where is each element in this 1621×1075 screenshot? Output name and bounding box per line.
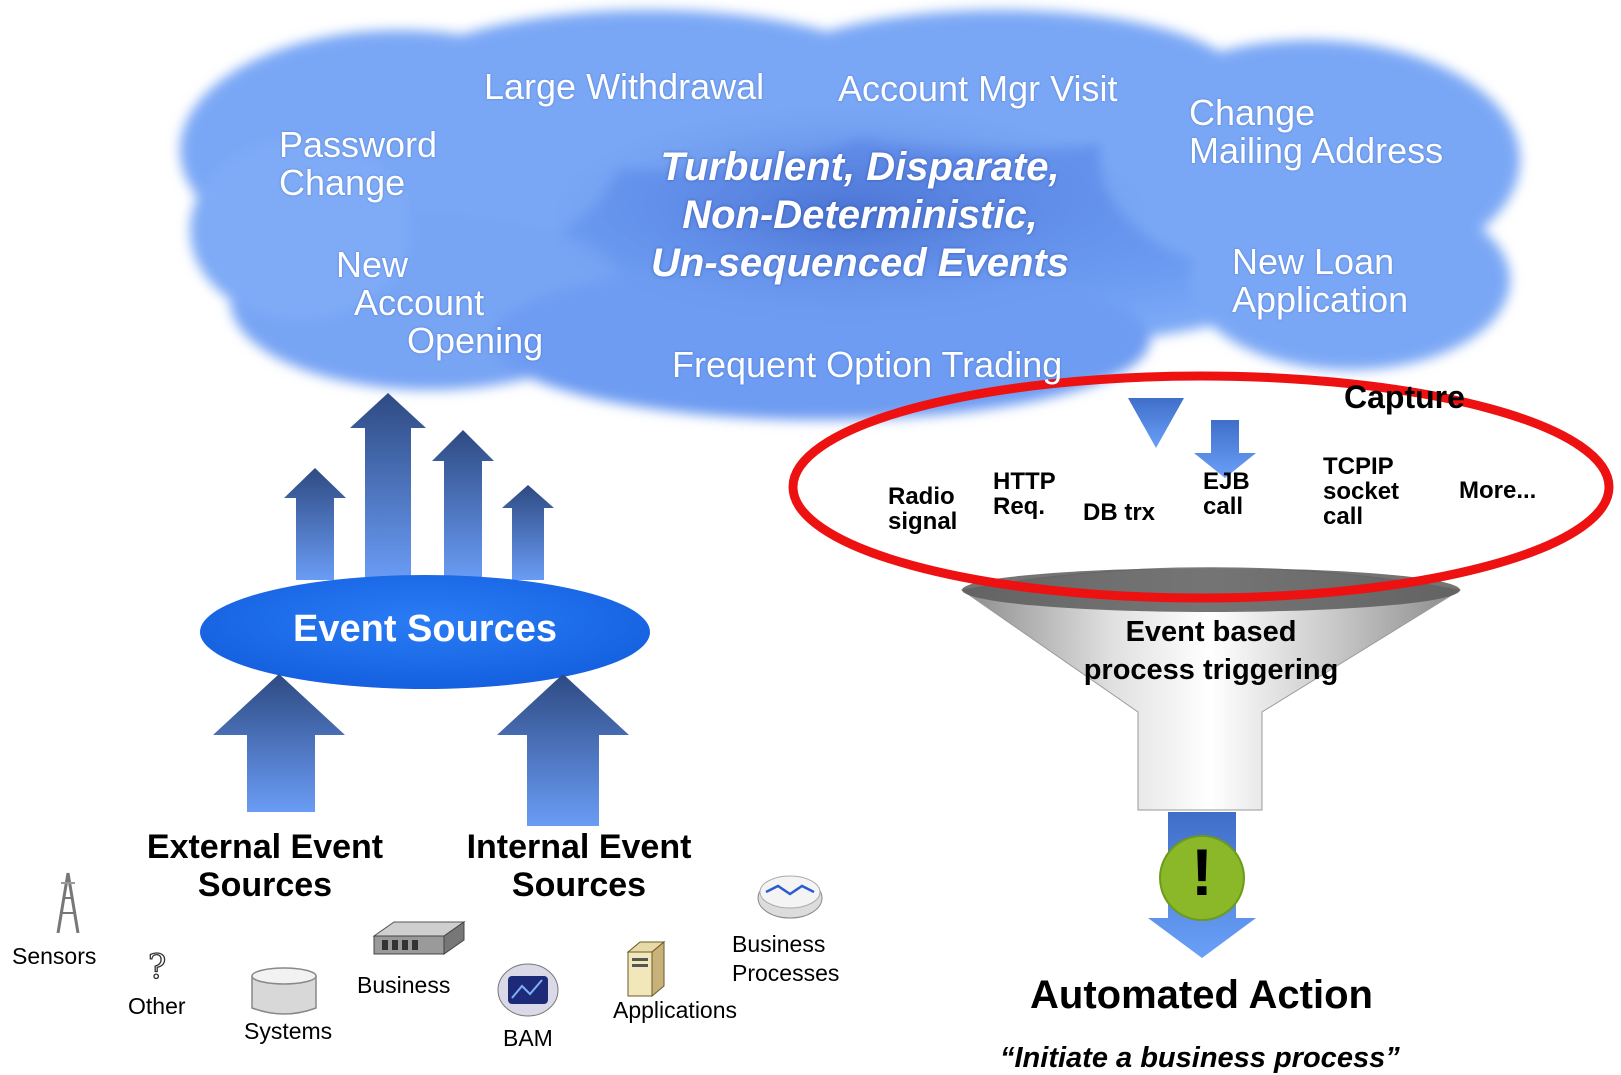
event-password-change: Password Change bbox=[279, 126, 437, 202]
event-change-mailing-address: Change Mailing Address bbox=[1189, 94, 1443, 170]
cloud-center-line2: Non-Deterministic, bbox=[682, 193, 1038, 237]
cloud-center-line3: Un-sequenced Events bbox=[651, 241, 1069, 285]
business-processes-line1: Business bbox=[732, 931, 826, 957]
event-frequent-option-trading: Frequent Option Trading bbox=[672, 344, 1063, 385]
capture-ring bbox=[788, 371, 1614, 603]
arrows-into-capture bbox=[1128, 398, 1256, 478]
capture-http-line1: HTTP bbox=[993, 468, 1056, 495]
capture-more: More... bbox=[1459, 477, 1537, 504]
cloud-center-text: Turbulent, Disparate, Non-Deterministic,… bbox=[620, 143, 1100, 287]
capture-ejb-line2: call bbox=[1203, 493, 1244, 521]
event-sources-label: Event Sources bbox=[293, 608, 557, 650]
tower-computer-icon bbox=[626, 940, 666, 998]
business-processes-line2: Processes bbox=[732, 959, 840, 986]
event-sources-ellipse bbox=[200, 575, 650, 689]
event-password-change-line2: Change bbox=[279, 161, 406, 203]
alert-badge bbox=[1159, 835, 1245, 921]
capture-http-req: HTTP Req. bbox=[993, 468, 1056, 521]
event-change-mailing-address-line1: Change bbox=[1189, 92, 1316, 133]
event-new-loan-application: New Loan Application bbox=[1232, 243, 1408, 319]
capture-http-line2: Req. bbox=[993, 493, 1046, 521]
event-cloud bbox=[180, 10, 1520, 420]
database-cylinder-icon bbox=[251, 967, 317, 1015]
capture-label: Capture bbox=[1344, 379, 1465, 415]
capture-db-trx: DB trx bbox=[1083, 499, 1156, 526]
sensors-label: Sensors bbox=[12, 943, 97, 969]
question-mark-icon: ? bbox=[147, 946, 167, 987]
capture-ejb-call: EJB call bbox=[1203, 468, 1250, 521]
external-event-sources: External Event Sources bbox=[120, 828, 410, 904]
server-device-icon bbox=[372, 921, 466, 955]
capture-radio-line1: Radio bbox=[888, 483, 955, 510]
capture-tcpip-line3: call bbox=[1323, 503, 1364, 531]
funnel-label-line1: Event based bbox=[1125, 616, 1297, 648]
business-label: Business bbox=[357, 972, 451, 998]
svg-text:?: ? bbox=[148, 947, 166, 987]
automated-action-quote: “Initiate a business process” bbox=[1000, 1042, 1400, 1074]
event-new-loan-application-line1: New Loan bbox=[1232, 241, 1395, 282]
event-new-account-opening-line3: Opening bbox=[407, 319, 544, 361]
other-label: Other bbox=[128, 993, 186, 1019]
internal-event-sources-line1: Internal Event bbox=[466, 828, 692, 866]
automated-action-title: Automated Action bbox=[1030, 973, 1373, 1017]
event-change-mailing-address-line2: Mailing Address bbox=[1189, 129, 1444, 171]
monitor-icon bbox=[497, 963, 559, 1017]
process-disk-icon bbox=[757, 875, 823, 919]
internal-event-sources: Internal Event Sources bbox=[434, 828, 724, 904]
event-new-loan-application-line2: Application bbox=[1232, 278, 1409, 320]
event-password-change-line1: Password bbox=[279, 124, 438, 165]
arrows-to-cloud bbox=[284, 393, 554, 580]
applications-label: Applications bbox=[613, 997, 738, 1023]
funnel-label: Event based process triggering bbox=[1056, 614, 1366, 689]
funnel-label-line2: process triggering bbox=[1083, 653, 1339, 686]
funnel bbox=[960, 567, 1462, 811]
business-processes-label: Business Processes bbox=[732, 930, 839, 988]
event-new-account-opening-line1: New bbox=[336, 244, 409, 285]
internal-event-sources-line2: Sources bbox=[511, 866, 647, 905]
systems-label: Systems bbox=[244, 1018, 333, 1044]
event-new-account-opening: New Account Opening bbox=[336, 246, 543, 359]
event-new-account-opening-line2: Account bbox=[354, 281, 485, 323]
external-event-sources-line1: External Event bbox=[146, 828, 384, 866]
capture-tcpip-line1: TCPIP bbox=[1323, 453, 1394, 480]
external-event-sources-line2: Sources bbox=[197, 866, 333, 905]
capture-radio-signal: Radio signal bbox=[888, 483, 958, 536]
antenna-tower-icon bbox=[56, 872, 80, 934]
event-account-mgr-visit: Account Mgr Visit bbox=[838, 68, 1118, 109]
cloud-center-line1: Turbulent, Disparate, bbox=[660, 145, 1060, 189]
arrows-from-sources bbox=[213, 674, 629, 826]
capture-radio-line2: signal bbox=[888, 508, 958, 536]
alert-exclamation: ! bbox=[1191, 835, 1213, 909]
capture-tcpip-socket-call: TCPIP socket call bbox=[1323, 454, 1399, 530]
event-large-withdrawal: Large Withdrawal bbox=[484, 66, 765, 107]
capture-ejb-line1: EJB bbox=[1203, 468, 1250, 495]
bam-label: BAM bbox=[503, 1025, 553, 1051]
capture-tcpip-line2: socket bbox=[1323, 478, 1400, 506]
